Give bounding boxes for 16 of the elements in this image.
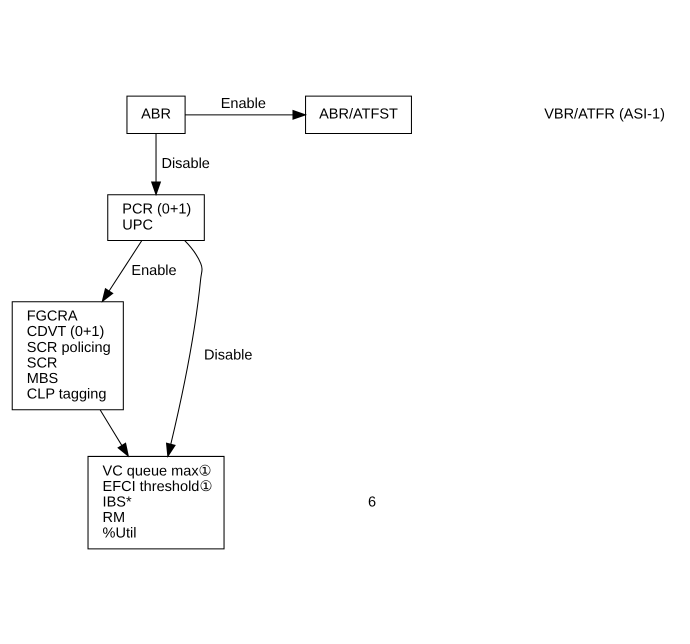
label: 6 [368, 494, 376, 510]
node-box: ABR [126, 95, 186, 134]
edge-label: Enable [220, 95, 266, 112]
arrow [100, 409, 130, 457]
node-box: PCR (0+1) UPC [107, 194, 205, 240]
node-box: VC queue max① EFCI threshold① IBS* RM %Util [88, 455, 225, 549]
edge-label: Disable [204, 347, 252, 364]
edge-label: Disable [161, 156, 210, 172]
arrow [101, 240, 142, 302]
label: VBR/ATFR (ASI-1) [544, 106, 665, 122]
arrow [185, 109, 308, 120]
node-box: FGCRA CDVT (0+1) SCR policing SCR MBS CLP tagging [12, 300, 124, 410]
arrow [150, 133, 162, 196]
edge-label: Enable [131, 262, 177, 278]
node-box: ABR/ATFST [305, 95, 412, 134]
arrow [166, 240, 203, 458]
